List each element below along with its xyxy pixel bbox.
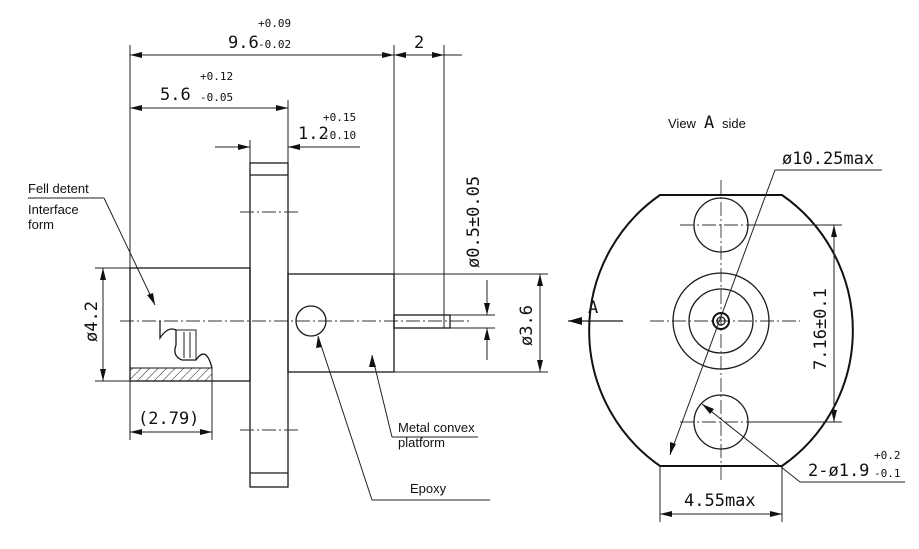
pin-ring [712, 312, 730, 330]
side-view [120, 162, 470, 488]
dim-body-length-lower: -0.05 [200, 91, 233, 104]
convex-platform-circle [295, 305, 327, 337]
dim-pin-diameter: ø0.5±0.05 [464, 176, 484, 268]
view-label-suffix: side [722, 116, 746, 131]
callouts: Fell detent Interface form Metal convex … [28, 181, 623, 501]
view-label-prefix: View [668, 116, 697, 131]
label-epoxy: Epoxy [410, 481, 447, 496]
cavity-detail [176, 329, 197, 360]
pin [393, 314, 451, 329]
view-label-letter: A [704, 113, 714, 133]
dim-overall-length-upper: +0.09 [258, 17, 291, 30]
label-platform: platform [398, 435, 445, 450]
right-body [287, 273, 395, 373]
dim-holes-upper: +0.2 [874, 449, 901, 462]
label-metal-convex: Metal convex [398, 420, 475, 435]
dim-body-length-upper: +0.12 [200, 70, 233, 83]
dim-left-diameter: ø4.2 [82, 301, 102, 342]
end-view: View A side ø10.25max 7.16±0.1 [588, 113, 905, 522]
dim-overall-length: 9.6 [228, 33, 259, 53]
dim-gap: 2 [414, 33, 424, 53]
dim-flange-width: 4.55max [684, 491, 756, 511]
dim-flange-max-dia: ø10.25max [782, 149, 874, 169]
view-arrow-letter: A [588, 298, 598, 318]
dim-body-length: 5.6 [160, 85, 191, 105]
outer-ring [672, 272, 770, 370]
dim-holes-lower: -0.1 [874, 467, 901, 480]
dim-flange-thickness-lower: -0.10 [323, 129, 356, 142]
dim-hole-spacing: 7.16±0.1 [811, 288, 831, 370]
dim-flange-thickness-upper: +0.15 [323, 111, 356, 124]
dim-holes: 2-ø1.9 [808, 461, 869, 481]
side-dimensions: 9.6 +0.09 -0.02 2 5.6 +0.12 -0.05 1.2 +0… [82, 17, 548, 440]
dim-flange-thickness: 1.2 [298, 124, 329, 144]
label-form: form [28, 217, 54, 232]
label-fell-detent: Fell detent [28, 181, 89, 196]
dim-right-diameter: ø3.6 [517, 305, 537, 346]
middle-ring [688, 288, 754, 354]
interface-cavity [159, 321, 213, 369]
hatched-section [129, 367, 213, 382]
dim-interface-depth: (2.79) [138, 409, 199, 429]
left-cylinder [129, 267, 251, 382]
label-interface: Interface [28, 202, 79, 217]
dim-overall-length-lower: -0.02 [258, 38, 291, 51]
